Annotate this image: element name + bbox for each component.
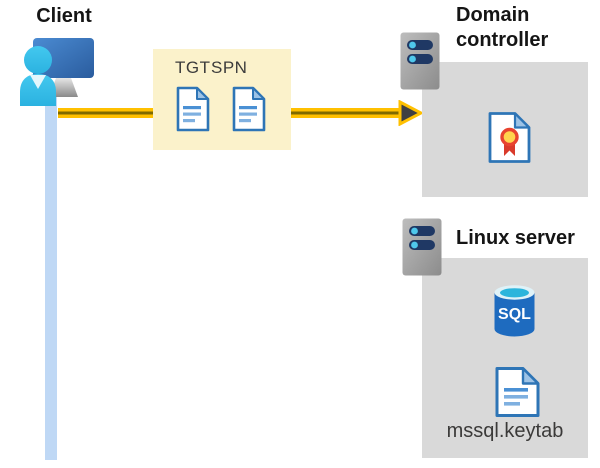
person-body [20,74,56,106]
client-label: Client [36,5,92,27]
person-collar [30,75,46,89]
domain-controller-server-icon [400,32,440,90]
keytab-file-label: mssql.keytab [446,420,564,442]
spn-document-icon [232,86,266,132]
seal-icon [500,127,519,147]
tgt-document-icon [176,86,210,132]
certificate-icon [488,112,531,163]
linux-server-icon [402,218,442,276]
monitor-stand [49,78,78,97]
keytab-document-icon [495,367,540,417]
ticket-box: TGT SPN [153,49,291,150]
linux-server-label: Linux server [456,227,575,249]
sql-database-icon: SQL [494,285,535,337]
domain-controller-label: Domain controller [456,4,549,51]
tgt-label: TGT [175,58,211,77]
client-connection-line [45,90,57,460]
person-head [24,46,52,74]
sql-label: SQL [498,306,531,323]
user-workstation-icon [20,38,94,106]
spn-label: SPN [211,58,248,77]
arrowhead-icon [398,100,422,126]
